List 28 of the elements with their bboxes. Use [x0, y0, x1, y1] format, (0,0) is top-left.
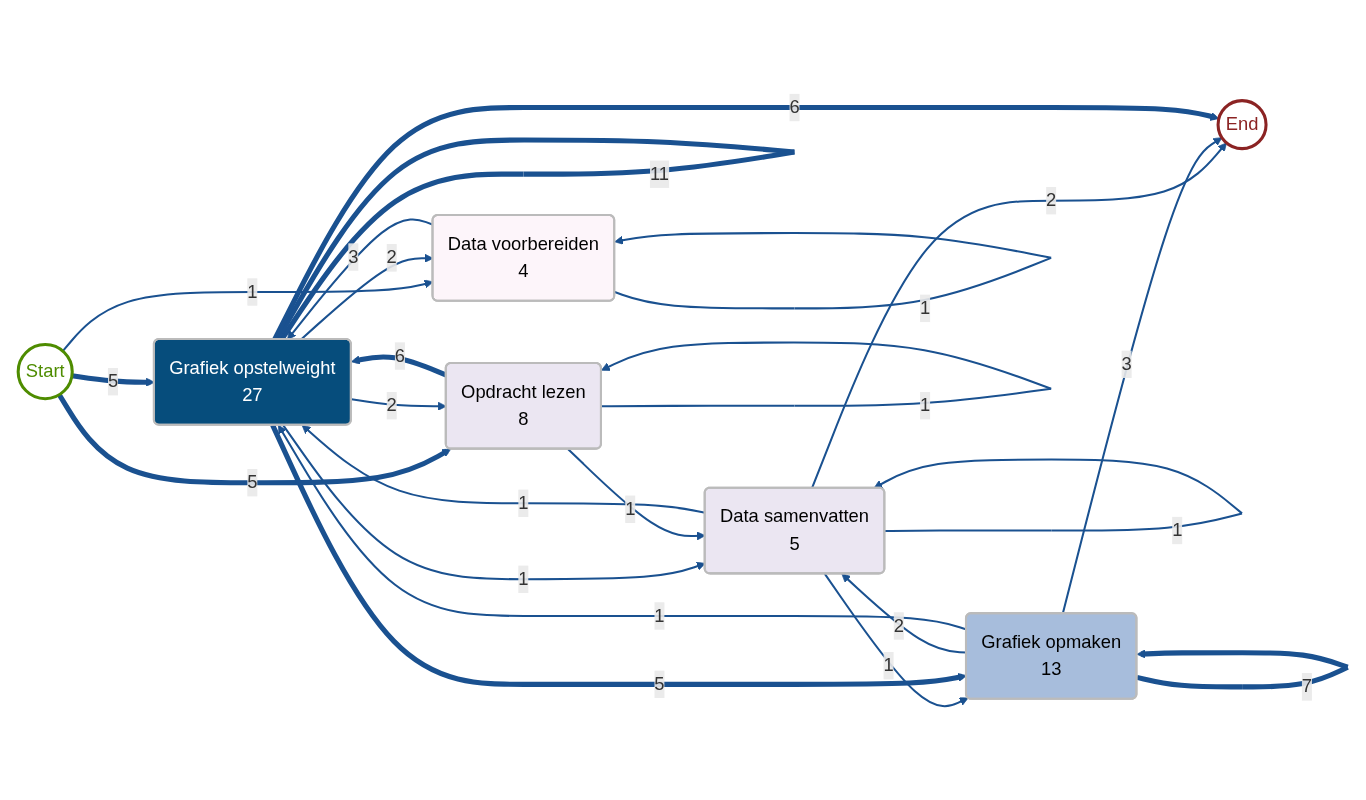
edge-label: 1 — [920, 297, 931, 319]
edge-label: 5 — [654, 673, 665, 695]
edge-label: 1 — [247, 281, 258, 302]
edge-label: 1 — [1172, 519, 1183, 541]
edge-label: 1 — [518, 492, 529, 513]
node-circle: Start — [16, 343, 74, 401]
edge-label: 1 — [920, 395, 931, 416]
edge-label: 2 — [386, 395, 397, 416]
edge-label: 5 — [247, 472, 258, 493]
edge-label: 2 — [893, 615, 904, 636]
edge-label: 11 — [649, 163, 669, 184]
edge-label: 6 — [789, 96, 800, 118]
edge-label: 6 — [394, 345, 405, 366]
node-circle: End — [1216, 99, 1268, 151]
edge-label: 1 — [518, 568, 529, 589]
arrow — [57, 393, 452, 486]
arrow — [823, 573, 969, 708]
edge-label: 3 — [348, 246, 359, 267]
edge-label: 7 — [1301, 676, 1312, 697]
edge-label: 1 — [625, 498, 636, 519]
edge-label: 3 — [1121, 353, 1132, 375]
edge-label: 2 — [1046, 189, 1057, 211]
arrow — [351, 354, 448, 378]
edge-label: 5 — [107, 371, 119, 392]
edge-label: 1 — [883, 655, 894, 676]
edge-label: 1 — [654, 605, 665, 626]
edge-label: 2 — [386, 247, 397, 268]
arrow — [1061, 137, 1223, 614]
